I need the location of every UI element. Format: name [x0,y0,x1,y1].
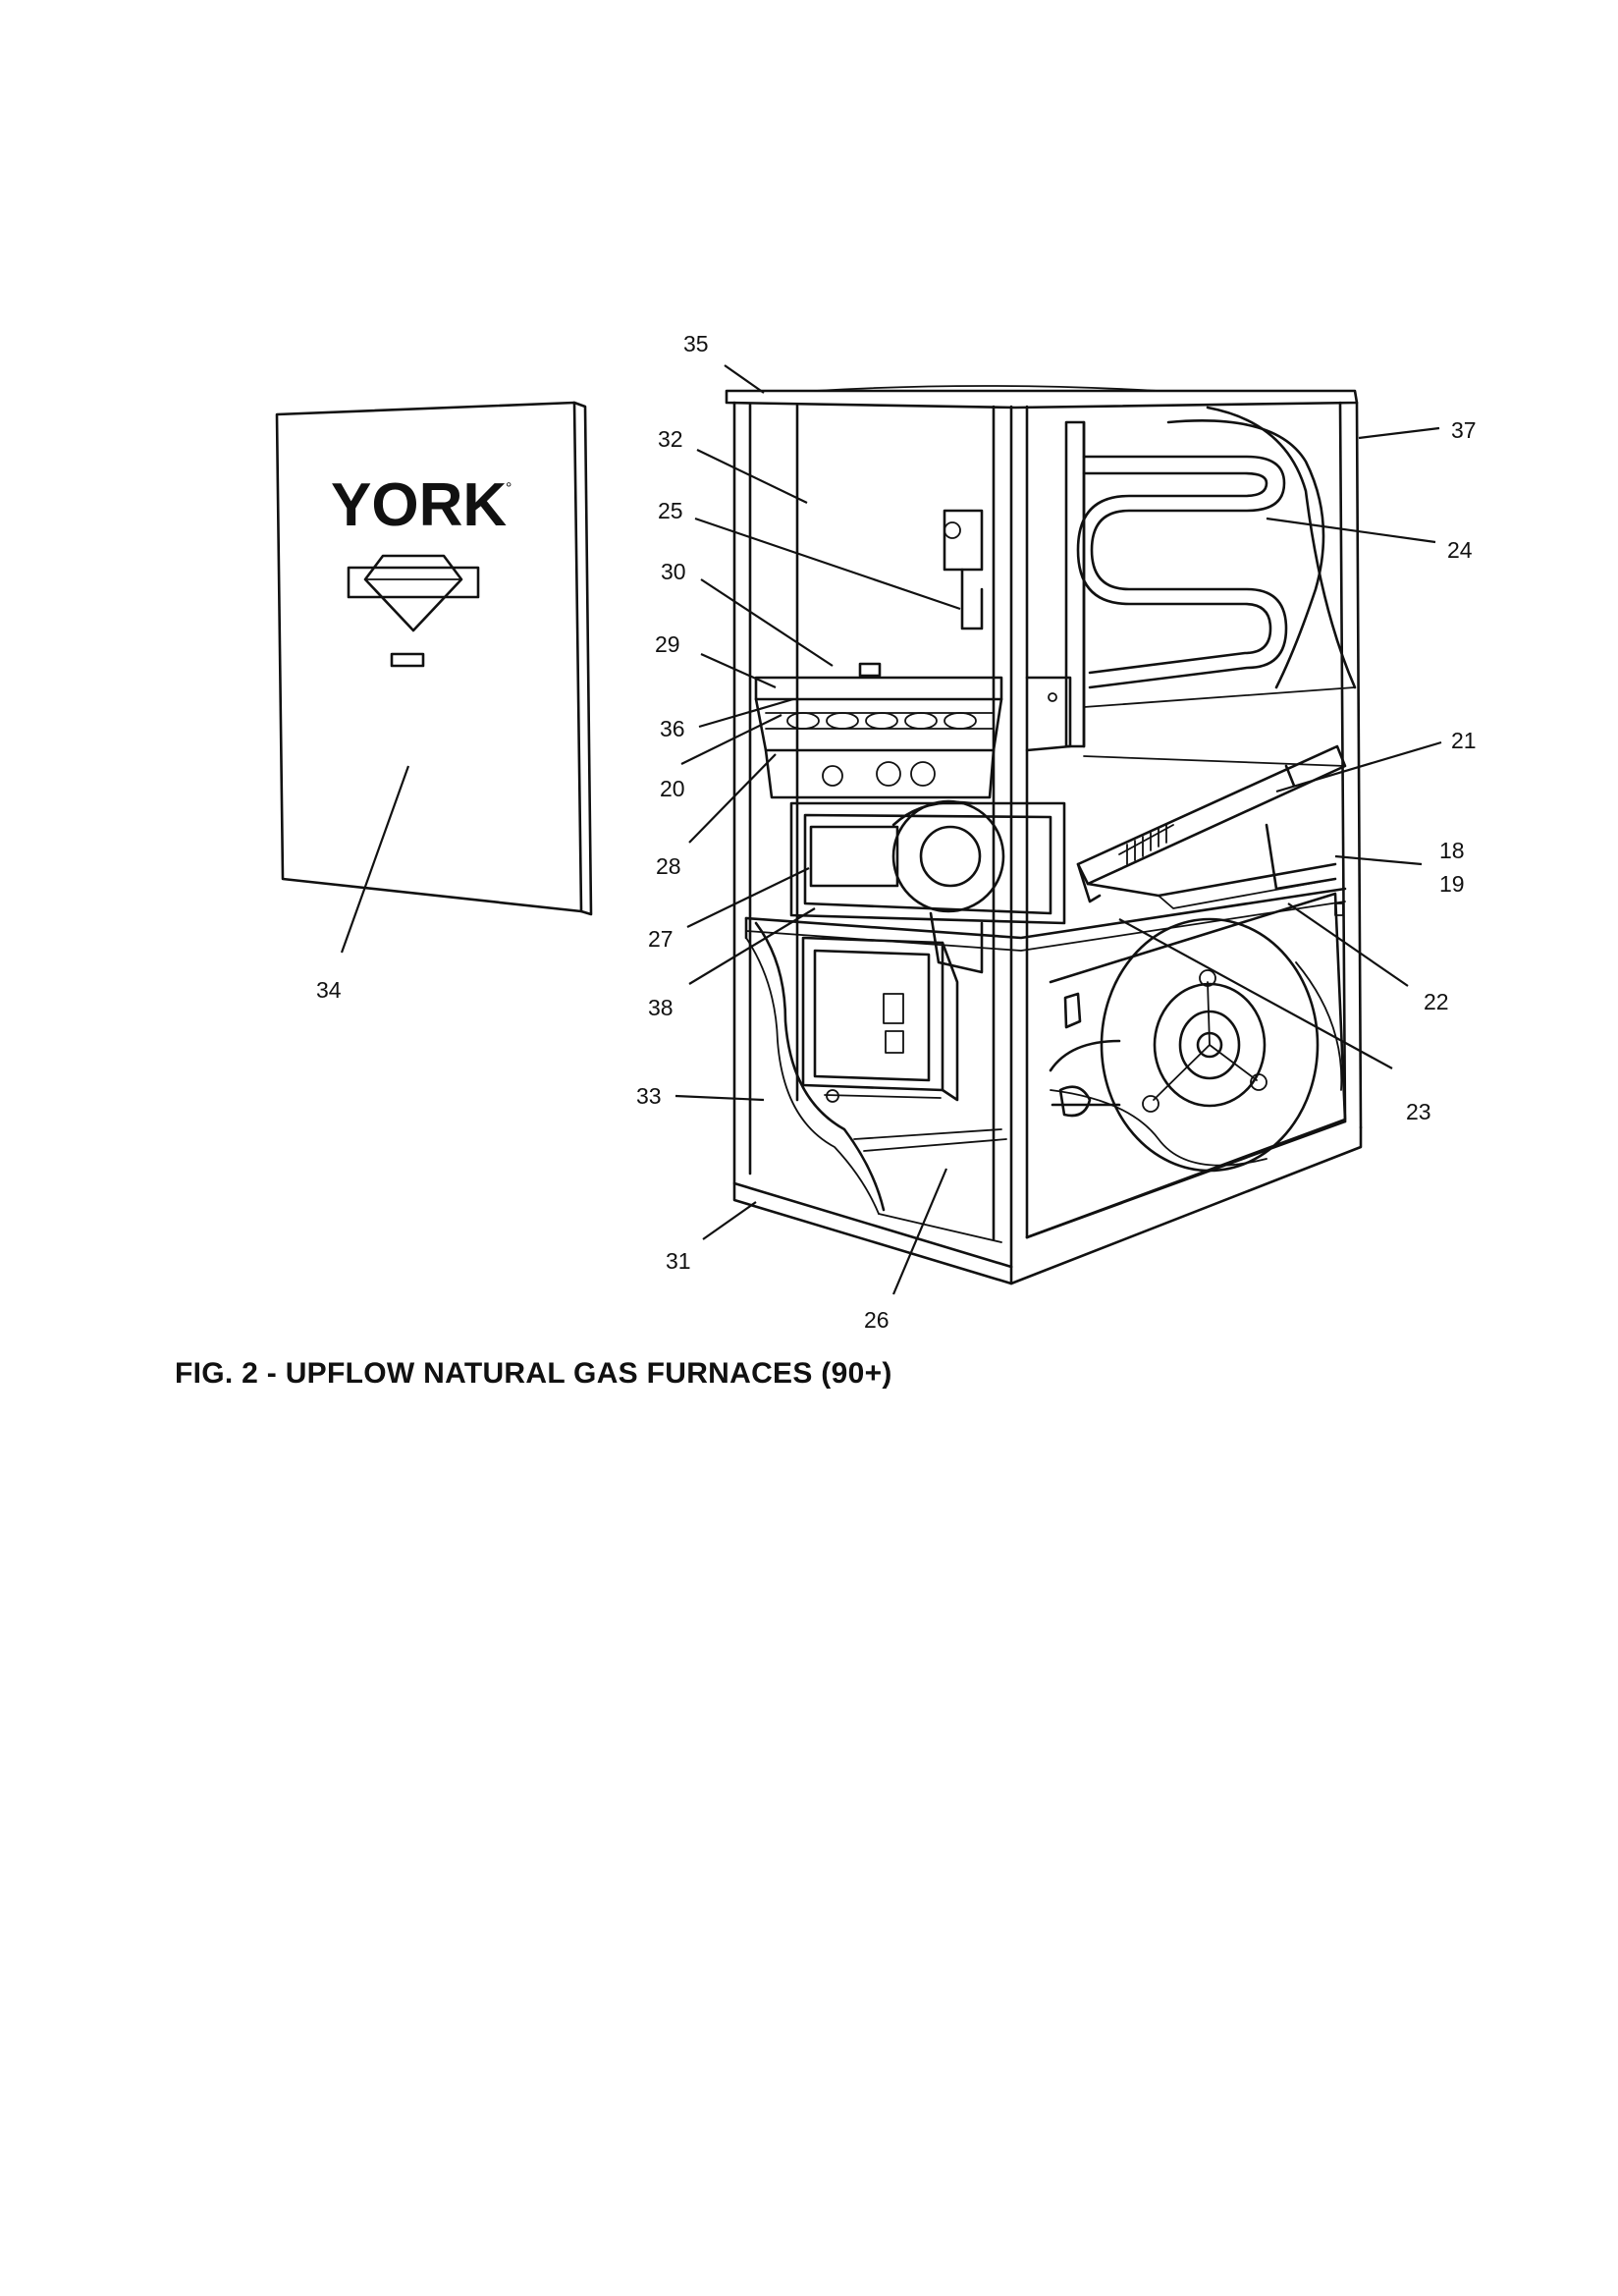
label-29: 29 [655,631,680,657]
label-38: 38 [648,995,674,1020]
blower-assembly [1025,892,1347,1239]
label-32: 32 [658,426,683,452]
burner-tubes [786,712,977,730]
inducer-assembly [744,799,1066,974]
label-24: 24 [1447,537,1473,563]
label-34: 34 [316,977,342,1003]
front-door-panel: YORK ° [275,401,593,916]
label-28: 28 [656,853,681,879]
label-25: 25 [658,498,683,523]
label-21: 21 [1451,728,1477,753]
label-23: 23 [1406,1099,1431,1124]
wiring [745,921,1007,1243]
label-26: 26 [864,1307,890,1333]
label-18: 18 [1439,838,1465,863]
heat-exchanger-coil [1064,406,1357,767]
part-labels: 35 32 25 30 29 36 20 28 27 38 34 33 31 2… [316,331,1477,1333]
label-37: 37 [1451,417,1477,443]
label-33: 33 [636,1083,662,1109]
label-36: 36 [660,716,685,741]
label-22: 22 [1424,989,1449,1014]
filter-rack [1076,744,1347,916]
label-27: 27 [648,926,674,952]
label-19: 19 [1439,871,1465,897]
label-20: 20 [660,776,685,801]
label-30: 30 [661,559,686,584]
label-31: 31 [666,1248,691,1274]
label-35: 35 [683,331,709,356]
burner-assembly [754,509,1072,799]
figure-caption: FIG. 2 - UPFLOW NATURAL GAS FURNACES (90… [175,1357,892,1390]
control-box [801,936,959,1103]
leader-lines [340,364,1442,1295]
door-handle-slot [390,652,425,668]
york-logo-emblem-icon [347,554,480,632]
svg-text:°: ° [506,480,512,497]
york-logo-text: YORK [331,471,507,539]
